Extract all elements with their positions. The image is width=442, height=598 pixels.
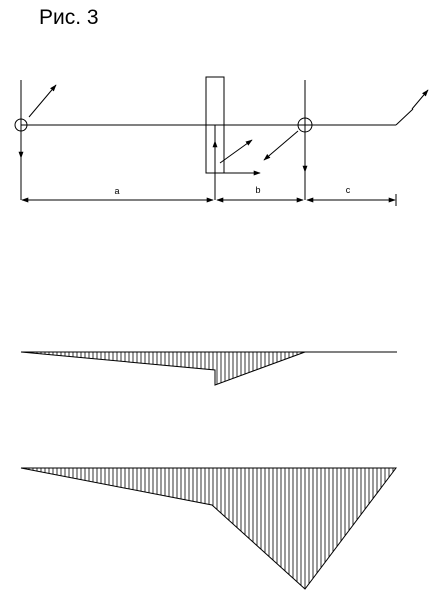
beam-scheme bbox=[14, 76, 414, 200]
dimension-a-label: a bbox=[114, 186, 119, 196]
upper-diagram-outline bbox=[20, 351, 306, 386]
lower-hatch bbox=[24, 468, 394, 589]
dimension-c-label: c bbox=[346, 185, 351, 195]
left-incline-arrow bbox=[28, 84, 57, 118]
dimension-lines bbox=[21, 194, 397, 206]
lower-diagram-outline bbox=[20, 467, 398, 590]
beam-end-bend bbox=[395, 108, 414, 126]
figure-title: Рис. 3 bbox=[39, 6, 99, 29]
force-arrows bbox=[18, 84, 429, 176]
upper-moment-diagram bbox=[20, 351, 397, 386]
dimension-b-label: b bbox=[255, 185, 260, 195]
end-incline-arrow bbox=[411, 89, 429, 110]
upper-hatch bbox=[24, 352, 302, 385]
right-incline-arrow bbox=[263, 130, 299, 161]
lower-moment-diagram bbox=[20, 467, 398, 590]
block-incline-arrow bbox=[219, 139, 253, 164]
